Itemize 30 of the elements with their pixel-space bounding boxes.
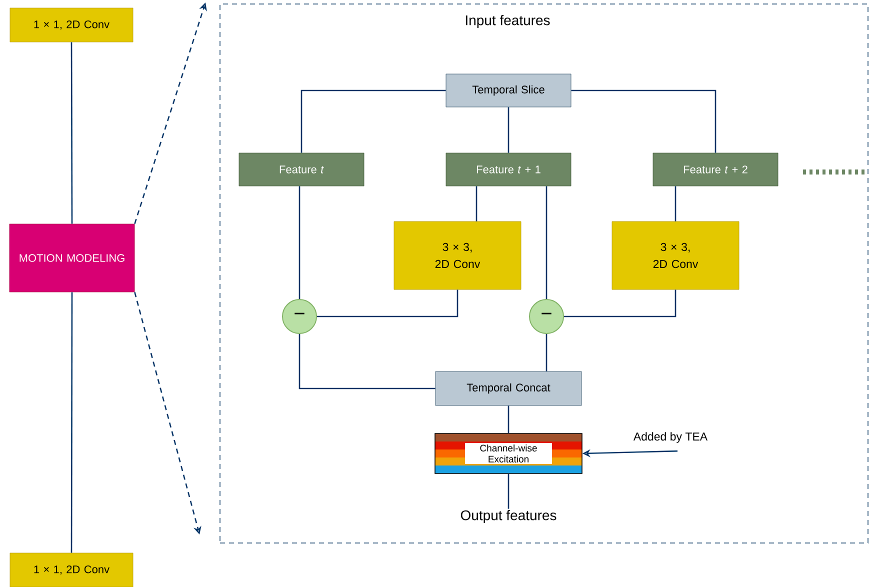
temporal-concat-box: Temporal Concat bbox=[435, 371, 582, 406]
connector bbox=[508, 107, 510, 153]
connector bbox=[508, 474, 510, 509]
conv-box: 3 × 3, 2D Conv bbox=[394, 221, 522, 290]
connector bbox=[571, 90, 716, 153]
connector bbox=[300, 90, 446, 153]
connector bbox=[674, 186, 676, 222]
input-label: Input features bbox=[466, 14, 550, 28]
feature-box: Feature t + 2 bbox=[652, 152, 778, 186]
connector bbox=[317, 290, 458, 318]
connector bbox=[298, 186, 300, 299]
conv-box: 1 × 1, 2D Conv bbox=[10, 552, 134, 587]
connector bbox=[298, 334, 436, 390]
annotation-text: Added by TEA bbox=[633, 432, 708, 443]
feature-box: Feature t bbox=[238, 152, 364, 186]
connector bbox=[476, 186, 478, 222]
excitation-box: Channel-wise Excitation bbox=[434, 433, 582, 474]
connector bbox=[564, 290, 676, 318]
temporal-slice-box: Temporal Slice bbox=[446, 74, 572, 108]
conv-box: 3 × 3, 2D Conv bbox=[612, 221, 740, 290]
connector bbox=[546, 334, 548, 372]
connector bbox=[508, 406, 510, 434]
connector bbox=[70, 42, 73, 224]
dashed-region bbox=[220, 4, 868, 544]
conv-box: 1 × 1, 2D Conv bbox=[10, 8, 134, 42]
connector bbox=[70, 292, 73, 553]
feature-box: Feature t + 1 bbox=[446, 152, 572, 186]
output-label: Output features bbox=[460, 510, 556, 524]
connector bbox=[546, 186, 548, 299]
motion-modeling-box: MOTION MODELING bbox=[9, 224, 135, 292]
